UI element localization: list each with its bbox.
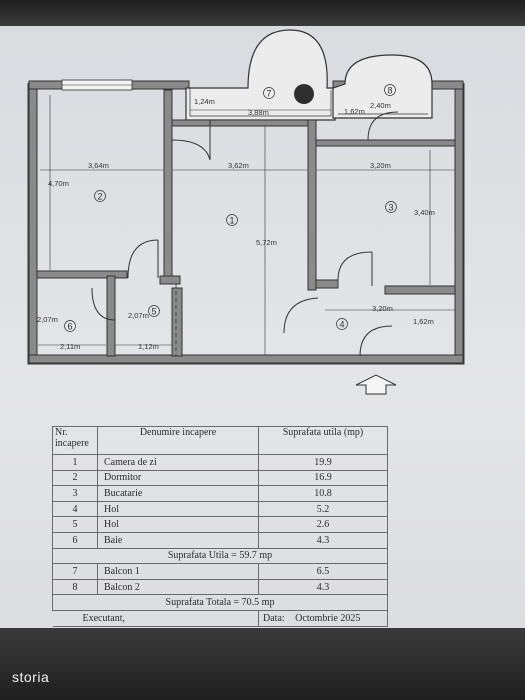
room-7-number: 7 bbox=[266, 89, 271, 99]
row-name: Bucatarie bbox=[97, 485, 259, 502]
row-nr: 5 bbox=[52, 516, 98, 533]
row-area: 10.8 bbox=[258, 485, 388, 502]
row-area: 6.5 bbox=[258, 563, 388, 580]
room-4-length: 1,62m bbox=[413, 317, 434, 326]
grand-total: Suprafata Totala = 70.5 mp bbox=[52, 594, 388, 611]
date-value: Octombrie 2025 bbox=[295, 612, 361, 624]
row-name: Balcon 2 bbox=[97, 578, 259, 596]
room-1-number: 1 bbox=[229, 216, 234, 226]
header-nr: Nr. incapere bbox=[52, 426, 98, 455]
row-name: Dormitor bbox=[97, 469, 259, 487]
room-8-number: 8 bbox=[387, 86, 392, 96]
executant-label: Executant, bbox=[52, 609, 259, 627]
room-2-number: 2 bbox=[97, 192, 102, 202]
useful-total: Suprafata Utila = 59.7 mp bbox=[52, 547, 388, 565]
room-1-length: 5,72m bbox=[256, 238, 277, 247]
row-nr: 2 bbox=[52, 469, 98, 487]
room-2-length: 4,70m bbox=[48, 179, 69, 188]
table-row: 6 Baie 4.3 bbox=[52, 531, 388, 549]
row-nr: 6 bbox=[52, 531, 98, 549]
room-4-width: 3,20m bbox=[372, 304, 393, 313]
room-3-length: 3,40m bbox=[414, 208, 435, 217]
room-8-width: 2,40m bbox=[370, 101, 391, 110]
row-area: 4.3 bbox=[258, 531, 388, 549]
row-area: 4.3 bbox=[258, 578, 388, 596]
table-row: 4 Hol 5.2 bbox=[52, 500, 388, 518]
date-label: Data: bbox=[263, 612, 285, 624]
header-name: Denumire incapere bbox=[97, 426, 259, 455]
floor-plan: 1 2 3 4 5 6 7 8 3,62m 5,72m 3,64m 4,70m … bbox=[27, 29, 465, 395]
row-area: 16.9 bbox=[258, 469, 388, 487]
row-nr: 7 bbox=[52, 563, 98, 580]
entrance-arrow-icon bbox=[355, 374, 397, 395]
room-5-width: 2,07m bbox=[128, 311, 149, 320]
room-3-number: 3 bbox=[388, 203, 393, 213]
room-2-width: 3,64m bbox=[88, 161, 109, 170]
room-6-number: 6 bbox=[67, 322, 72, 332]
table-row: 3 Bucatarie 10.8 bbox=[52, 485, 388, 502]
table-row: 1 Camera de zi 19.9 bbox=[52, 454, 388, 471]
room-8-depth: 1,62m bbox=[344, 107, 365, 116]
row-area: 19.9 bbox=[258, 454, 388, 471]
signature-row: Executant, Data: Octombrie 2025 bbox=[52, 609, 388, 627]
row-area: 2.6 bbox=[258, 516, 388, 533]
room-1-width: 3,62m bbox=[228, 161, 249, 170]
row-name: Hol bbox=[97, 516, 259, 533]
row-area: 5.2 bbox=[258, 500, 388, 518]
table-row: 2 Dormitor 16.9 bbox=[52, 469, 388, 487]
row-nr: 1 bbox=[52, 454, 98, 471]
room-5-number: 5 bbox=[151, 307, 156, 317]
room-7-width: 3,88m bbox=[248, 108, 269, 117]
row-nr: 3 bbox=[52, 485, 98, 502]
brand-watermark: storia bbox=[12, 669, 50, 685]
room-6-length: 2,11m bbox=[60, 342, 80, 351]
row-name: Hol bbox=[97, 500, 259, 518]
row-nr: 8 bbox=[52, 578, 98, 596]
row-name: Camera de zi bbox=[97, 454, 259, 471]
table-header-row: Nr. incapere Denumire incapere Suprafata… bbox=[52, 426, 388, 455]
row-name: Baie bbox=[97, 531, 259, 549]
row-nr: 4 bbox=[52, 500, 98, 518]
table-row: 5 Hol 2.6 bbox=[52, 516, 388, 533]
room-4-number: 4 bbox=[339, 320, 344, 330]
room-6-width: 2,07m bbox=[37, 315, 58, 324]
useful-total-row: Suprafata Utila = 59.7 mp bbox=[52, 547, 388, 565]
table-row: 7 Balcon 1 6.5 bbox=[52, 563, 388, 580]
grand-total-row: Suprafata Totala = 70.5 mp bbox=[52, 594, 388, 611]
header-area: Suprafata utila (mp) bbox=[258, 426, 388, 455]
room-3-width: 3,20m bbox=[370, 161, 391, 170]
table-row: 8 Balcon 2 4.3 bbox=[52, 578, 388, 596]
row-name: Balcon 1 bbox=[97, 563, 259, 580]
top-edge bbox=[0, 0, 525, 26]
rooms-table: Nr. incapere Denumire incapere Suprafata… bbox=[52, 426, 388, 627]
room-5-length: 1,12m bbox=[138, 342, 159, 351]
date-cell: Data: Octombrie 2025 bbox=[258, 609, 388, 627]
bottom-edge bbox=[0, 628, 525, 700]
room-7-depth: 1,24m bbox=[194, 97, 215, 106]
